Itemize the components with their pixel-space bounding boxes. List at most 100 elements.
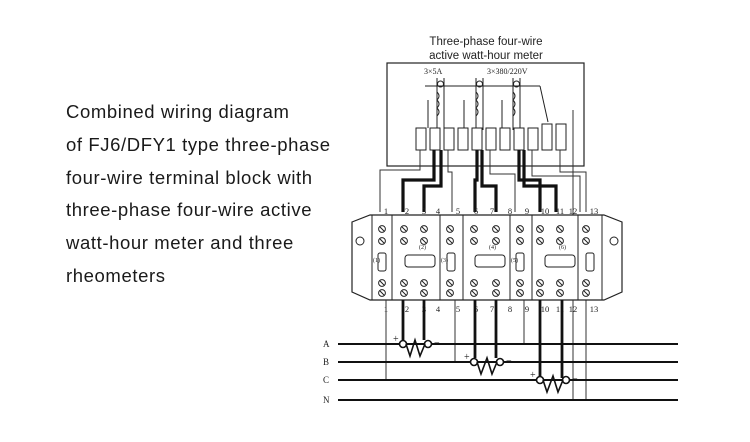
screw-slot — [493, 226, 499, 232]
screw-slot — [421, 226, 427, 232]
screw-slot — [557, 226, 563, 232]
ammeter-a-plus: + — [393, 334, 399, 345]
screw-slot — [557, 280, 563, 286]
mounting-hole-right — [609, 236, 619, 246]
screw-slot — [583, 280, 589, 286]
bottom-terminal-number: 4 — [436, 304, 441, 314]
side-label-2: (2) — [419, 244, 426, 251]
screw-slot — [447, 290, 453, 296]
bottom-terminal-number: 8 — [508, 304, 512, 314]
phase-a-label: A — [323, 339, 330, 349]
screw-slot — [401, 238, 407, 244]
current-wires — [401, 150, 558, 212]
bottom-terminal-number: 2 — [405, 304, 409, 314]
meter-title-line-2: active watt-hour meter — [429, 50, 543, 62]
top-terminal-number: 5 — [456, 206, 460, 216]
ammeter-b-minus: − — [506, 356, 512, 367]
bottom-terminal-number: 5 — [456, 304, 460, 314]
caption-line-5: watt-hour meter and three — [66, 232, 294, 254]
screw-slot — [401, 226, 407, 232]
screw-slot — [557, 238, 563, 244]
bottom-terminal-number: 9 — [525, 304, 529, 314]
side-label-3: (3) — [441, 257, 448, 264]
top-terminal-number: 8 — [508, 206, 512, 216]
top-terminal-number: 9 — [525, 206, 529, 216]
watt-hour-meter: Three-phase four-wire active watt-hour m… — [386, 36, 585, 167]
ammeters — [398, 337, 571, 395]
screw-slot — [517, 290, 523, 296]
caption-line-3: four-wire terminal block with — [66, 166, 313, 188]
screw-slot — [471, 238, 477, 244]
screw-slot — [471, 226, 477, 232]
caption-line-2: of FJ6/DFY1 type three-phase — [66, 133, 331, 155]
screw-slot — [471, 290, 477, 296]
meter-voltage-rating: 3×380/220V — [487, 67, 528, 76]
meter-terminals — [415, 123, 567, 151]
phase-b-label: B — [323, 357, 329, 367]
terminal-screws — [378, 225, 590, 297]
meter-title-line-1: Three-phase four-wire — [429, 36, 542, 48]
meter-current-rating: 3×5A — [424, 67, 443, 76]
screw-slot — [493, 290, 499, 296]
ammeter-c — [535, 373, 571, 395]
top-terminal-number: 2 — [405, 206, 409, 216]
top-terminal-number: 13 — [590, 206, 599, 216]
top-terminal-number: 1 — [384, 206, 388, 216]
screw-slot — [421, 290, 427, 296]
screw-slot — [493, 280, 499, 286]
meter-enclosure — [386, 62, 585, 167]
side-label-6: (6) — [559, 244, 566, 251]
top-terminal-number: 11 — [556, 206, 564, 216]
mounting-hole-left — [355, 236, 365, 246]
side-label-5: (5) — [511, 257, 518, 264]
diagram-caption: Combined wiring diagram of FJ6/DFY1 type… — [66, 96, 346, 293]
caption-line-1: Combined wiring diagram — [66, 101, 290, 122]
bottom-terminal-number: 13 — [590, 304, 599, 314]
bottom-terminal-number: 7 — [490, 304, 494, 314]
screw-slot — [447, 238, 453, 244]
screw-slot — [493, 238, 499, 244]
screw-slot — [447, 280, 453, 286]
ammeter-a — [398, 337, 433, 359]
screw-slot — [537, 290, 543, 296]
screw-slot — [583, 238, 589, 244]
screw-slot — [583, 290, 589, 296]
top-terminal-number: 4 — [436, 206, 441, 216]
top-terminal-number: 3 — [422, 206, 426, 216]
link-bars — [377, 252, 595, 272]
screw-slot — [379, 226, 385, 232]
screw-slot — [379, 280, 385, 286]
top-terminal-number: 6 — [474, 206, 478, 216]
side-label-4: (4) — [489, 244, 496, 251]
ammeter-b — [469, 355, 505, 377]
meter-coils — [425, 78, 549, 130]
screw-slot — [379, 238, 385, 244]
polarity-marks: + − + − + − — [393, 334, 578, 385]
ammeter-a-minus: − — [434, 338, 440, 349]
screw-slot — [471, 280, 477, 286]
screw-slot — [557, 290, 563, 296]
ammeter-b-plus: + — [464, 352, 470, 363]
top-terminal-number: 10 — [541, 206, 550, 216]
screw-slot — [583, 226, 589, 232]
screw-slot — [401, 290, 407, 296]
screw-slot — [517, 280, 523, 286]
caption-line-4: three-phase four-wire active — [66, 199, 313, 221]
screw-slot — [537, 238, 543, 244]
caption-line-6: rheometers — [66, 264, 166, 286]
bottom-terminal-number: 10 — [541, 304, 550, 314]
phase-c-label: C — [323, 375, 329, 385]
terminal-block: (1) (2) (3) (4) (5) (6) — [351, 214, 623, 301]
top-terminal-number: 12 — [569, 206, 578, 216]
screw-slot — [517, 226, 523, 232]
screw-slot — [421, 238, 427, 244]
screw-slot — [447, 226, 453, 232]
screw-slot — [421, 280, 427, 286]
neutral-label: N — [323, 395, 330, 405]
bus-connections — [385, 300, 574, 400]
bottom-terminal-number: 11 — [556, 304, 564, 314]
